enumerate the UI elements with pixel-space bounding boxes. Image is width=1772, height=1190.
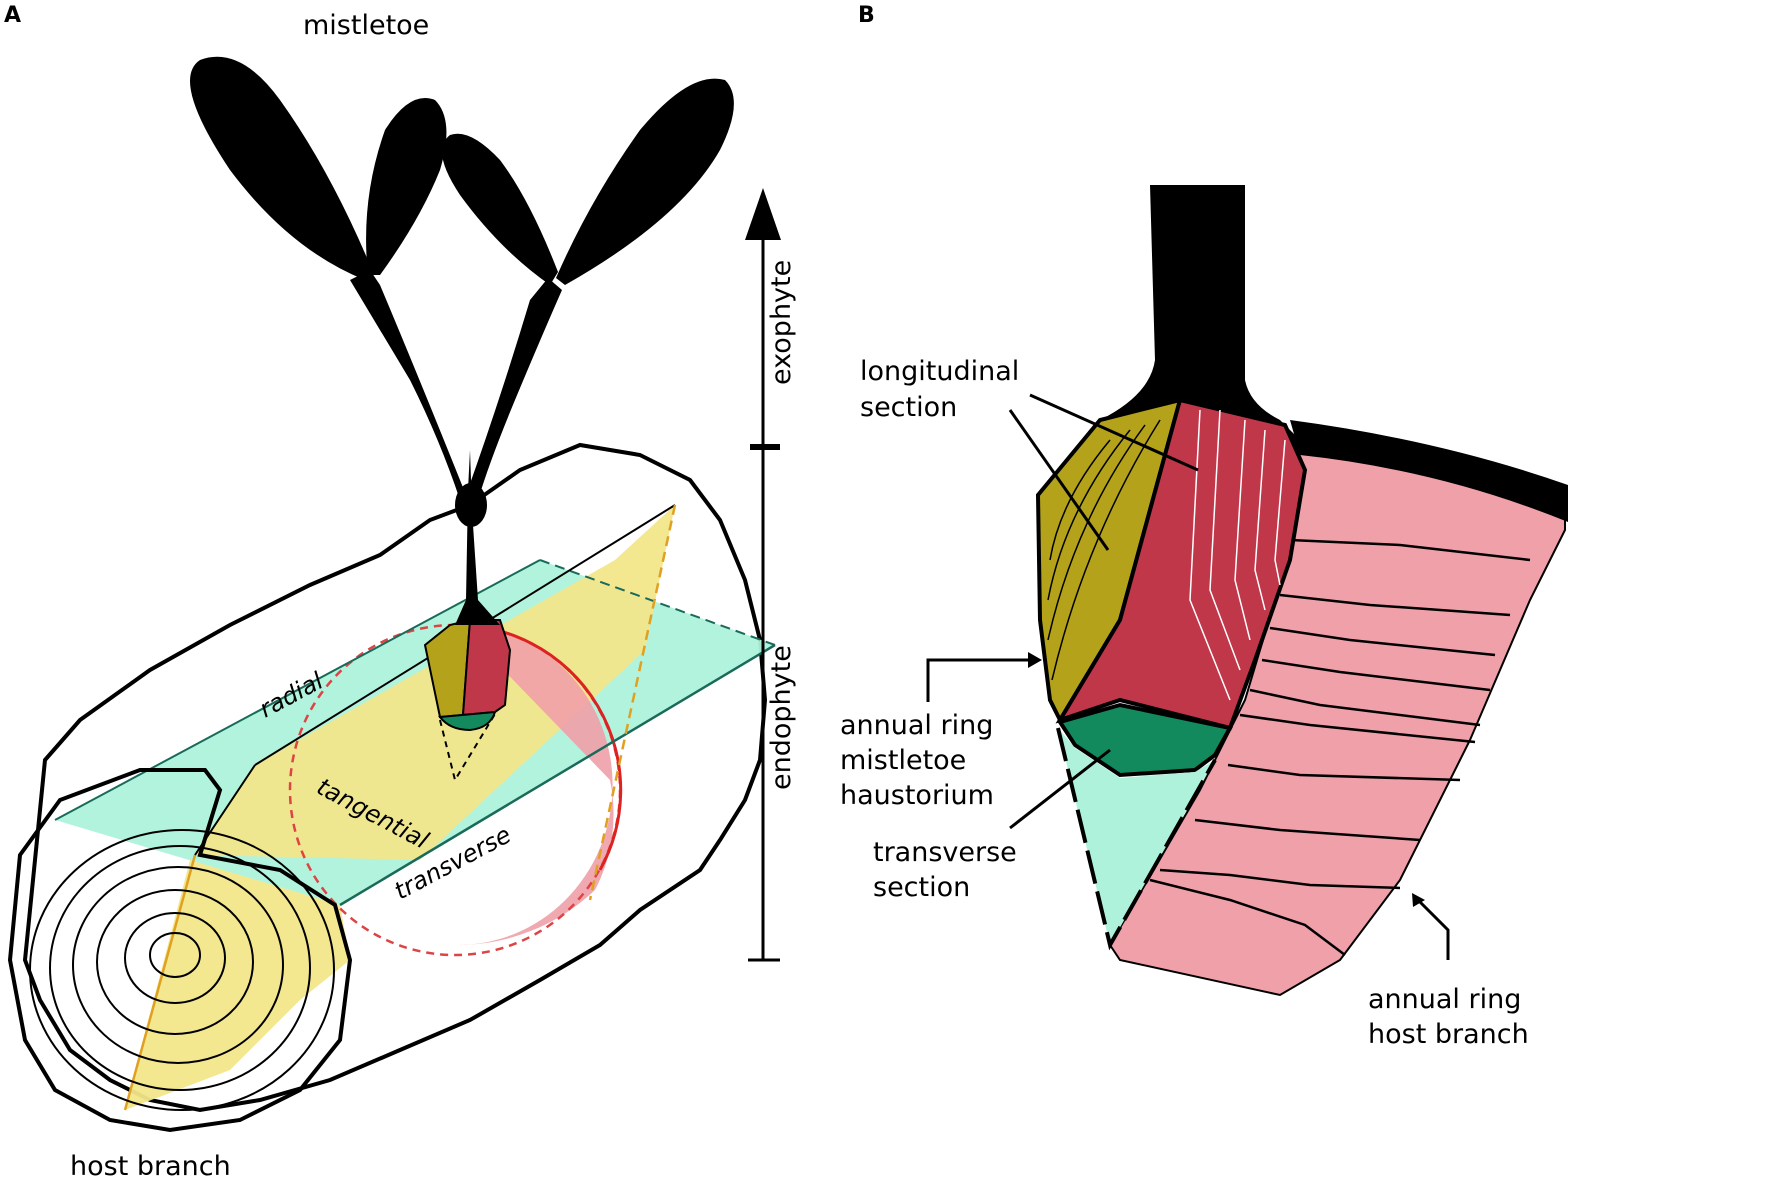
ring-line bbox=[1189, 409, 1231, 701]
host-branch-label: host branch bbox=[70, 1151, 231, 1182]
mistletoe-label: mistletoe bbox=[303, 10, 429, 41]
ring-line bbox=[1047, 429, 1131, 601]
leader-longitudinal-2 bbox=[1008, 409, 1110, 551]
host-ring-line-2: host branch bbox=[1368, 1019, 1529, 1050]
host-ring-line-1: annual ring bbox=[1368, 984, 1521, 1015]
arrowhead-host-ring bbox=[1412, 893, 1425, 907]
ring bbox=[29, 829, 335, 1111]
leader-longitudinal-1 bbox=[1029, 393, 1199, 472]
ring-line bbox=[1239, 713, 1476, 744]
ring-line bbox=[1261, 658, 1491, 692]
transverse-section-label: transverse section bbox=[873, 837, 1017, 903]
host-bark bbox=[1290, 420, 1568, 522]
scale-arrowhead bbox=[745, 188, 781, 240]
leader-mistletoe-ring bbox=[926, 658, 1035, 702]
ring-line bbox=[1047, 424, 1146, 641]
ring-line bbox=[1209, 409, 1241, 671]
ring-line bbox=[1274, 439, 1286, 586]
mistletoe-silhouette bbox=[190, 56, 734, 625]
mistletoe-ring-label: annual ring mistletoe haustorium bbox=[840, 710, 994, 811]
ring-line bbox=[1279, 593, 1511, 617]
ring-line bbox=[1234, 419, 1251, 641]
mistletoe-leaf-left bbox=[190, 56, 370, 281]
radial-plane-lower bbox=[125, 860, 350, 1110]
transverse-plane bbox=[455, 625, 614, 946]
ring-line bbox=[1249, 688, 1481, 727]
leader-host-ring bbox=[1416, 898, 1450, 960]
mistletoe-leaf-middle-left bbox=[366, 98, 447, 275]
tangential-edge-top bbox=[54, 559, 541, 821]
ring-line bbox=[1254, 429, 1266, 611]
ring bbox=[149, 932, 201, 978]
tangential-edge-back bbox=[539, 559, 776, 646]
mistletoe-ring-line-1: annual ring bbox=[840, 710, 993, 741]
radial-edge-back bbox=[588, 504, 677, 901]
exophyte-label: exophyte bbox=[766, 260, 797, 385]
ring bbox=[49, 845, 311, 1091]
ring-line bbox=[1194, 818, 1421, 842]
host-ring-lines bbox=[1149, 538, 1531, 956]
panel-b: B bbox=[840, 3, 1568, 1050]
haustorium-red-a bbox=[461, 619, 512, 717]
host-branch-log bbox=[7, 442, 776, 1133]
transverse-section-wedge bbox=[1058, 728, 1215, 945]
mistletoe-ring-line-2: mistletoe bbox=[840, 745, 966, 776]
longitudinal-line-1: longitudinal bbox=[860, 356, 1019, 387]
host-branch-wedge bbox=[1108, 420, 1568, 997]
haustorium-red-rings bbox=[1189, 409, 1286, 701]
arrowhead-mistletoe-ring bbox=[1028, 652, 1042, 668]
ring-line bbox=[1159, 868, 1401, 890]
leader-transverse bbox=[1009, 748, 1111, 830]
ring-line bbox=[1227, 763, 1461, 782]
ring-line bbox=[1051, 419, 1161, 681]
panel-letter-a: A bbox=[4, 3, 21, 28]
transverse-line-2: section bbox=[873, 872, 970, 903]
haustorium-olive-rings bbox=[1047, 419, 1161, 681]
ring bbox=[124, 912, 226, 1004]
log-end-face bbox=[7, 768, 353, 1133]
ring-line bbox=[1289, 538, 1531, 562]
mistletoe-leaf-middle-right bbox=[442, 133, 558, 285]
tangential-edge-bottom bbox=[339, 643, 776, 907]
mistletoe-leaf-right bbox=[556, 78, 734, 285]
ring bbox=[96, 889, 254, 1035]
ring-line bbox=[1049, 439, 1111, 561]
longitudinal-line-2: section bbox=[860, 392, 957, 423]
scale-bar: exophyte endophyte bbox=[745, 188, 797, 962]
panel-letter-b: B bbox=[858, 3, 875, 28]
ring bbox=[72, 866, 284, 1064]
ring-line bbox=[1149, 878, 1346, 956]
haustorium-red-b bbox=[1055, 397, 1308, 731]
leader-lines-b bbox=[926, 393, 1450, 960]
mistletoe-branch-right bbox=[466, 278, 562, 500]
mistletoe-branch-left bbox=[350, 270, 466, 500]
haustorium-dashed-cone bbox=[439, 713, 496, 783]
mistletoe-ring-line-3: haustorium bbox=[840, 780, 994, 811]
transverse-dashed-edges bbox=[1056, 727, 1217, 951]
radial-edge-front bbox=[123, 854, 197, 1111]
panel-a: A bbox=[4, 3, 797, 1182]
longitudinal-section-label: longitudinal section bbox=[860, 356, 1019, 423]
transverse-line-1: transverse bbox=[873, 837, 1017, 868]
ring-line bbox=[1269, 626, 1496, 657]
endophyte-label: endophyte bbox=[766, 645, 797, 790]
host-annual-rings bbox=[29, 829, 335, 1111]
host-ring-label: annual ring host branch bbox=[1368, 984, 1529, 1050]
